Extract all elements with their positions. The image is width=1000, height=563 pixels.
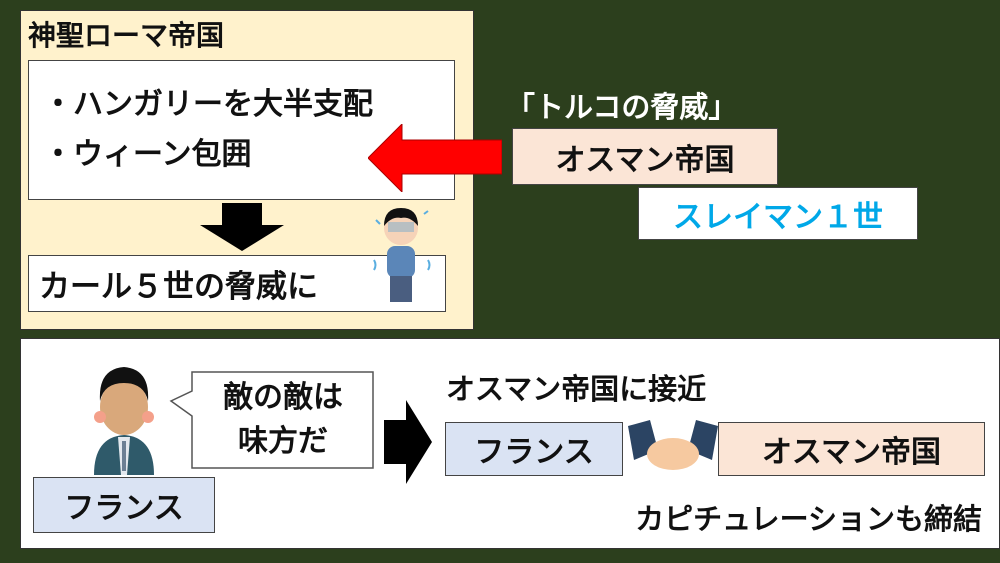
- scared-person-icon: [373, 208, 431, 302]
- hre-title: 神聖ローマ帝国: [28, 19, 225, 52]
- speech-bubble: [169, 371, 374, 469]
- bullet-vienna: ・ウィーン包囲: [43, 137, 252, 172]
- red-arrow-left-icon: [368, 124, 502, 192]
- hre-result-text: カール５世の脅威に: [39, 269, 318, 305]
- ottoman-name: オスマン帝国: [555, 142, 735, 178]
- speech-line-1: 敵の敵は: [223, 380, 343, 415]
- approach-title: オスマン帝国に接近: [446, 372, 707, 406]
- ruler-name: スレイマン１世: [673, 199, 883, 235]
- bullet-hungary: ・ハンガリーを大半支配: [43, 87, 373, 122]
- france-party-box: フランス: [445, 422, 623, 476]
- ruler-box: スレイマン１世: [638, 187, 918, 240]
- right-arrow-icon: [384, 400, 432, 484]
- ottoman-box: オスマン帝国: [512, 128, 778, 185]
- french-king-person-icon: [94, 367, 154, 475]
- ottoman-party: オスマン帝国: [761, 435, 942, 470]
- hre-achievements-box: ・ハンガリーを大半支配 ・ウィーン包囲: [28, 60, 455, 200]
- ottoman-party-box: オスマン帝国: [718, 422, 985, 476]
- france-label: フランス: [64, 491, 184, 526]
- speech-text: 敵の敵は 味方だ: [197, 376, 369, 464]
- france-label-box: フランス: [33, 477, 215, 533]
- speech-line-2: 味方だ: [238, 424, 328, 459]
- turkish-threat-caption: 「トルコの脅威」: [506, 90, 738, 124]
- capitulation-text: カピチュレーションも締結: [635, 502, 982, 536]
- france-party: フランス: [474, 435, 594, 470]
- handshake-icon: [628, 420, 718, 470]
- down-arrow-icon: [200, 203, 284, 251]
